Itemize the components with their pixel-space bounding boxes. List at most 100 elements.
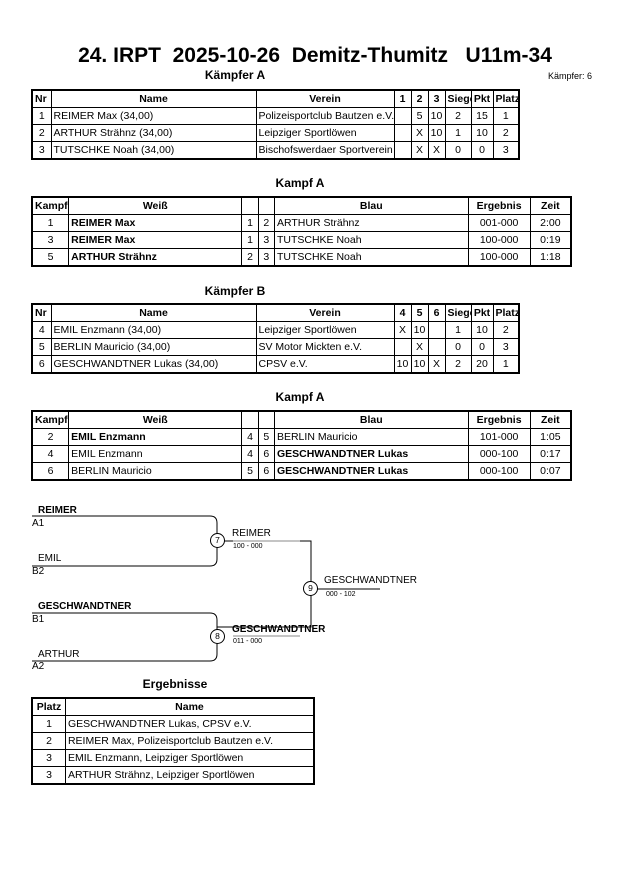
table-row: 5 ARTHUR Strähnz 2 3 TUTSCHKE Noah 100-0… (31, 248, 572, 267)
cell: TUTSCHKE Noah (273, 248, 469, 267)
table-header-row: Nr Name Verein 4 5 6 Siege Pkt Platz (31, 303, 520, 322)
cell: 3 (257, 248, 275, 267)
pool-b-table: Nr Name Verein 4 5 6 Siege Pkt Platz 4 E… (31, 303, 520, 374)
table-row: 6 BERLIN Mauricio 5 6 GESCHWANDTNER Luka… (31, 462, 572, 481)
cell-winner: GESCHWANDTNER Lukas (273, 462, 469, 481)
cell: Polizeisportclub Bautzen e.V. (255, 107, 395, 125)
pool-a-label: Kämpfer A (204, 68, 266, 82)
match-9-badge: 9 (303, 581, 318, 596)
table-row: 6 GESCHWANDTNER Lukas (34,00) CPSV e.V. … (31, 355, 520, 374)
cell: 3 (492, 338, 520, 356)
page-title: 24. IRPT 2025-10-26 Demitz-Thumitz U11m-… (78, 44, 552, 67)
cell: 0:07 (529, 462, 572, 481)
table-header-row: Platz Name (31, 697, 315, 716)
match-9-winner: GESCHWANDTNER (324, 575, 417, 586)
cell: CPSV e.V. (255, 355, 395, 374)
bracket-seed-4-code: A2 (32, 661, 45, 672)
cell: EMIL Enzmann, Leipziger Sportlöwen (64, 749, 315, 767)
cell-winner: REIMER Max (68, 231, 243, 249)
cell: TUTSCHKE Noah (273, 231, 469, 249)
cell: 2 (31, 732, 66, 750)
cell: 000-100 (467, 462, 531, 481)
cell: ARTHUR Strähnz, Leipziger Sportlöwen (64, 766, 315, 785)
kampf-a-label: Kampf A (275, 176, 325, 190)
col-header: Name (64, 697, 315, 716)
cell: 6 (257, 462, 275, 481)
cell: 10 (470, 124, 494, 142)
bracket-seed-2-name: EMIL (38, 553, 62, 564)
match-8-winner: GESCHWANDTNER (232, 624, 326, 635)
table-row: 3 ARTHUR Strähnz, Leipziger Sportlöwen (31, 766, 315, 785)
table-row: 2 ARTHUR Strähnz (34,00) Leipziger Sport… (31, 124, 520, 142)
table-row: 4 EMIL Enzmann 4 6 GESCHWANDTNER Lukas 0… (31, 445, 572, 463)
cell-winner: ARTHUR Strähnz (68, 248, 243, 267)
cell: ARTHUR Strähnz (34,00) (50, 124, 257, 142)
match-8-score: 011 - 000 (233, 638, 263, 645)
table-row: 1 REIMER Max (34,00) Polizeisportclub Ba… (31, 107, 520, 125)
cell: REIMER Max, Polizeisportclub Bautzen e.V… (64, 732, 315, 750)
cell: 3 (257, 231, 275, 249)
bracket-seed-1-name: REIMER (38, 505, 77, 516)
cell: EMIL Enzmann (68, 445, 243, 463)
bracket-seed-3-name: GESCHWANDTNER (38, 601, 132, 612)
cell: Leipziger Sportlöwen (255, 124, 395, 142)
table-header-row: Kampf Weiß Blau Ergebnis Zeit (31, 410, 572, 429)
cell: SV Motor Mickten e.V. (255, 338, 395, 356)
cell: 1:18 (529, 248, 572, 267)
table-row: 2 REIMER Max, Polizeisportclub Bautzen e… (31, 732, 315, 750)
cell: TUTSCHKE Noah (34,00) (50, 141, 257, 160)
cell: ARTHUR Strähnz (273, 214, 469, 232)
col-header: Platz (492, 89, 520, 108)
match-7-badge: 7 (210, 533, 225, 548)
cell: 2 (492, 124, 520, 142)
results-table: Platz Name 1 GESCHWANDTNER Lukas, CPSV e… (31, 697, 315, 785)
col-header: Siege (444, 89, 472, 108)
cell: 0 (444, 141, 472, 160)
cell: 001-000 (467, 214, 531, 232)
cell: 3 (31, 749, 66, 767)
cell: BERLIN Mauricio (68, 462, 243, 481)
cell: 1:05 (529, 428, 572, 446)
table-row: 3 EMIL Enzmann, Leipziger Sportlöwen (31, 749, 315, 767)
cell-winner: GESCHWANDTNER Lukas (273, 445, 469, 463)
results-label: Ergebnisse (142, 677, 208, 691)
cell: 6 (257, 445, 275, 463)
cell: GESCHWANDTNER Lukas, CPSV e.V. (64, 715, 315, 733)
cell: 100-000 (467, 231, 531, 249)
cell: 0:17 (529, 445, 572, 463)
table-row: 1 GESCHWANDTNER Lukas, CPSV e.V. (31, 715, 315, 733)
bracket-seed-3-code: B1 (32, 614, 45, 625)
table-row: 5 BERLIN Mauricio (34,00) SV Motor Mickt… (31, 338, 520, 356)
table-row: 3 REIMER Max 1 3 TUTSCHKE Noah 100-000 0… (31, 231, 572, 249)
bracket-seed-1-code: A1 (32, 518, 45, 529)
bracket-seed-2-code: B2 (32, 566, 45, 577)
col-header: Ergebnis (467, 410, 531, 429)
match-7-winner: REIMER (232, 528, 271, 539)
table-row: 3 TUTSCHKE Noah (34,00) Bischofswerdaer … (31, 141, 520, 160)
col-header: Platz (31, 697, 66, 716)
kampf-b-label: Kampf A (275, 390, 325, 404)
cell: 0:19 (529, 231, 572, 249)
cell: 1 (31, 715, 66, 733)
cell: 3 (492, 141, 520, 160)
cell: 000-100 (467, 445, 531, 463)
cell: Bischofswerdaer Sportverein e.V. (255, 141, 395, 160)
cell: 100-000 (467, 248, 531, 267)
cell: 2 (492, 321, 520, 339)
col-header: Kampf (31, 196, 70, 215)
match-8-badge: 8 (210, 629, 225, 644)
cell: 1 (492, 355, 520, 374)
cell: 3 (31, 766, 66, 785)
pool-a-table: Nr Name Verein 1 2 3 Siege Pkt Platz 1 R… (31, 89, 520, 160)
col-header: Pkt (470, 89, 494, 108)
fighter-count: Kämpfer: 6 (548, 71, 593, 81)
kampf-b-table: Kampf Weiß Blau Ergebnis Zeit 2 EMIL Enz… (31, 410, 572, 481)
cell: GESCHWANDTNER Lukas (34,00) (50, 355, 257, 374)
pool-b-label: Kämpfer B (204, 284, 266, 298)
bracket-seed-4-name: ARTHUR (38, 649, 80, 660)
match-7-score: 100 - 000 (233, 543, 263, 550)
table-row: 1 REIMER Max 1 2 ARTHUR Strähnz 001-000 … (31, 214, 572, 232)
match-9-score: 000 - 102 (326, 591, 356, 598)
kampf-a-table: Kampf Weiß Blau Ergebnis Zeit 1 REIMER M… (31, 196, 572, 267)
cell: BERLIN Mauricio (34,00) (50, 338, 257, 356)
